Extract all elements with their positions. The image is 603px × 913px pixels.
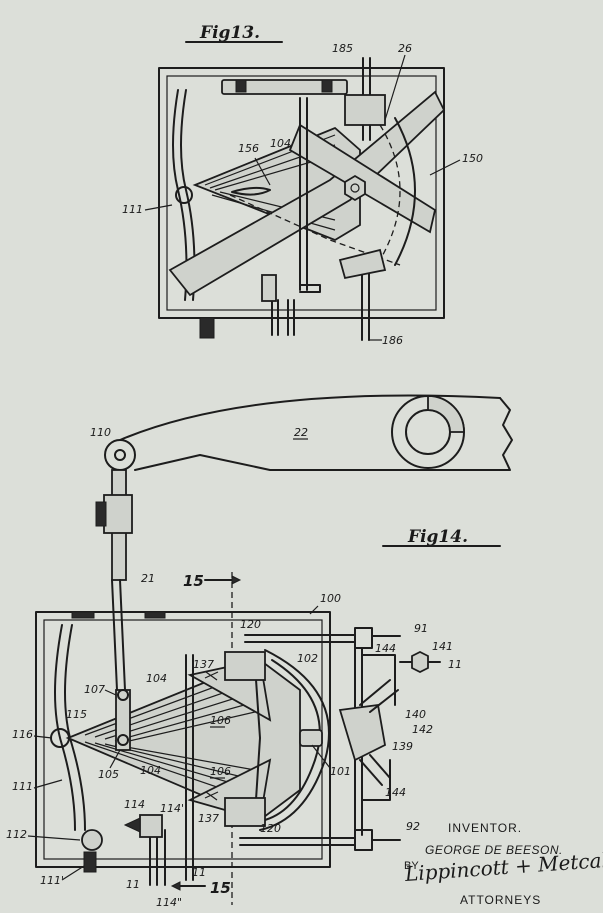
fig14-label-106-bottom: 106 <box>210 765 231 778</box>
section-mark-bottom: 15 <box>210 879 231 897</box>
section-mark-top: 15 <box>183 572 204 590</box>
lever-arm: 110 22 21 <box>90 394 513 691</box>
fig14-label-92: 92 <box>406 820 420 833</box>
fig13-housing <box>158 67 445 319</box>
fig14-label-137-bottom: 137 <box>198 812 219 825</box>
fig14-label-140: 140 <box>405 708 426 721</box>
fig14-label-11-center: 11 <box>192 866 206 879</box>
fig14-label-137-top: 137 <box>193 658 214 671</box>
fig14-title: Fig14. <box>407 527 468 547</box>
fig14-label-112: 112 <box>6 828 27 841</box>
by-label: BY <box>404 860 419 872</box>
fig14-label-102: 102 <box>297 652 318 665</box>
fig13-title: Fig13. <box>199 23 260 43</box>
fig14-housing <box>35 611 331 868</box>
fig14-label-101: 101 <box>330 765 351 778</box>
inventor-name: GEORGE DE BEESON. <box>425 843 563 857</box>
label-22: 22 <box>294 426 308 439</box>
fig14-label-111: 111 <box>12 780 33 793</box>
fig14-label-91: 91 <box>414 622 428 635</box>
fig14-label-111-prime: 111' <box>40 874 64 887</box>
fig14-label-139: 139 <box>392 740 413 753</box>
fig14-label-11-right: 11 <box>448 658 462 671</box>
fig14-label-100: 100 <box>320 592 341 605</box>
fig14-label-105: 105 <box>98 768 119 781</box>
fig14-label-114: 114 <box>124 798 145 811</box>
figure-13: Fig13. <box>122 23 483 347</box>
fig14-label-107: 107 <box>84 683 105 696</box>
fig14-label-120-top: 120 <box>240 618 261 631</box>
fig14-label-141: 141 <box>432 640 453 653</box>
label-110: 110 <box>90 426 111 439</box>
fig14-label-120-bottom: 120 <box>260 822 281 835</box>
fig13-label-26: 26 <box>398 42 412 55</box>
fig13-label-156: 156 <box>238 142 259 155</box>
inventor-heading: INVENTOR. <box>448 821 523 835</box>
attorneys-label: ATTORNEYS <box>460 893 542 907</box>
fig14-label-104-top: 104 <box>146 672 167 685</box>
fig13-label-150: 150 <box>462 152 483 165</box>
fig13-label-111: 111 <box>122 203 143 216</box>
fig14-label-114-double-prime: 114" <box>156 896 182 909</box>
fig14-label-144-bottom: 144 <box>385 786 406 799</box>
figure-14: Fig14. 15 15 <box>6 527 501 909</box>
fig14-label-116: 116 <box>12 728 33 741</box>
label-21: 21 <box>141 572 155 585</box>
fig14-label-142: 142 <box>412 723 433 736</box>
fig14-label-144-top: 144 <box>375 642 396 655</box>
fig14-label-114-prime: 114' <box>160 802 184 815</box>
fig13-label-185: 185 <box>332 42 353 55</box>
fig13-label-104: 104 <box>270 137 291 150</box>
fig14-label-115: 115 <box>66 708 87 721</box>
fig14-label-104-bottom: 104 <box>140 764 161 777</box>
fig14-label-11-bottom: 11 <box>126 878 140 891</box>
fig13-label-186: 186 <box>382 334 403 347</box>
fig14-label-106-top: 106 <box>210 714 231 727</box>
